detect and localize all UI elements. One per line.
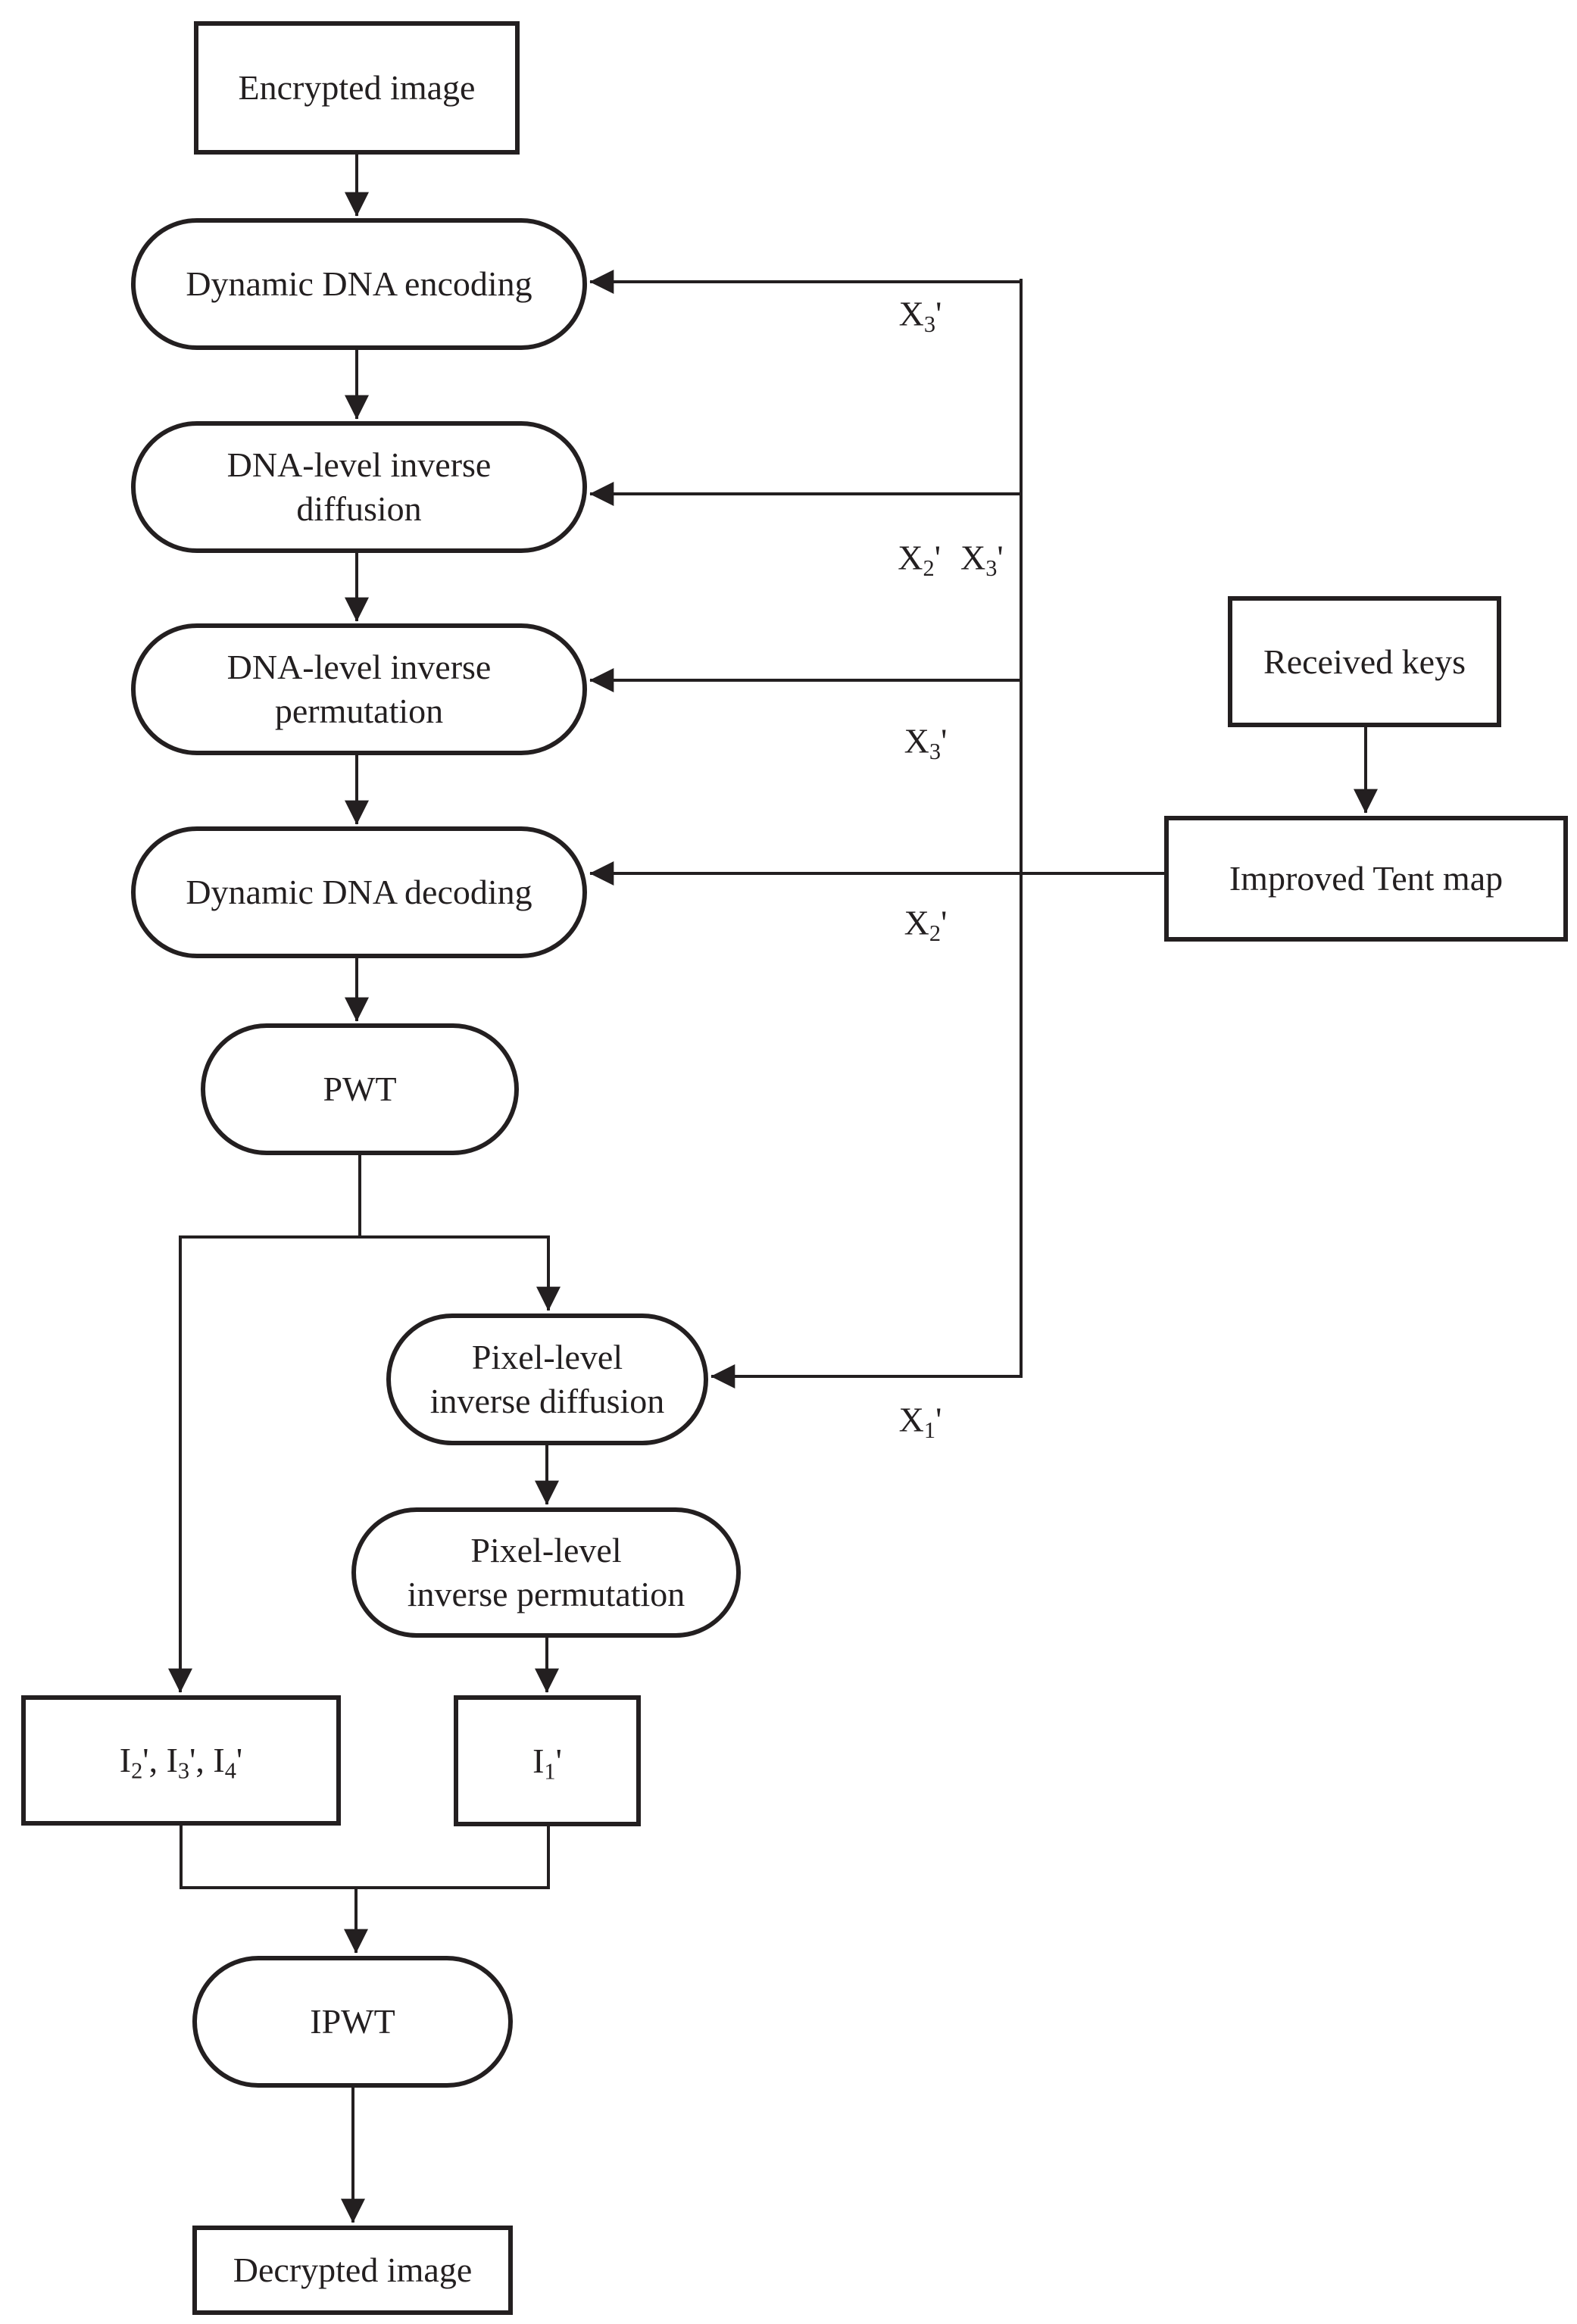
node-label: Encrypted image [238, 68, 476, 107]
node-improved-tent-map: Improved Tent map [1164, 816, 1568, 942]
node-label-line1: DNA-level inverse [226, 648, 492, 686]
node-i1: I1' [454, 1695, 641, 1826]
node-received-keys: Received keys [1228, 596, 1501, 727]
node-label-line2: diffusion [296, 489, 422, 528]
node-label: Improved Tent map [1229, 859, 1504, 898]
node-label: Dynamic DNA decoding [186, 873, 532, 911]
node-label: PWT [323, 1070, 397, 1108]
node-label: Decrypted image [233, 2251, 473, 2289]
node-label-line2: permutation [274, 692, 444, 730]
node-label: I2', I3', I4' [119, 1741, 243, 1784]
node-label: Dynamic DNA encoding [186, 264, 532, 303]
node-label: IPWT [310, 2002, 395, 2041]
edge-label-x2: X2' [904, 903, 948, 946]
node-pixel-level-inverse-diffusion: Pixel-level inverse diffusion [386, 1313, 708, 1445]
node-label-line2: inverse diffusion [429, 1382, 665, 1420]
edge-label-x2-x3: X2'X3' [898, 538, 1004, 581]
node-pwt: PWT [201, 1023, 519, 1155]
node-pixel-level-inverse-permutation: Pixel-level inverse permutation [351, 1507, 741, 1638]
node-dna-level-inverse-diffusion: DNA-level inverse diffusion [131, 421, 587, 553]
node-dynamic-dna-decoding: Dynamic DNA decoding [131, 826, 587, 958]
edge-label-x1: X1' [898, 1400, 942, 1443]
node-label-line1: Pixel-level [471, 1338, 623, 1376]
node-i2-i3-i4: I2', I3', I4' [21, 1695, 341, 1826]
node-label-line2: inverse permutation [407, 1575, 685, 1613]
edge-label-x3-mid: X3' [904, 721, 948, 764]
node-encrypted-image: Encrypted image [194, 21, 520, 155]
node-decrypted-image: Decrypted image [192, 2226, 513, 2315]
node-label-line1: Pixel-level [470, 1531, 622, 1570]
node-label: Received keys [1263, 642, 1466, 681]
node-label: I1' [532, 1741, 562, 1784]
node-dynamic-dna-encoding: Dynamic DNA encoding [131, 218, 587, 350]
node-ipwt: IPWT [192, 1956, 513, 2088]
edge-label-x3-top: X3' [898, 294, 942, 337]
node-label-line1: DNA-level inverse [226, 445, 492, 484]
node-dna-level-inverse-permutation: DNA-level inverse permutation [131, 623, 587, 755]
